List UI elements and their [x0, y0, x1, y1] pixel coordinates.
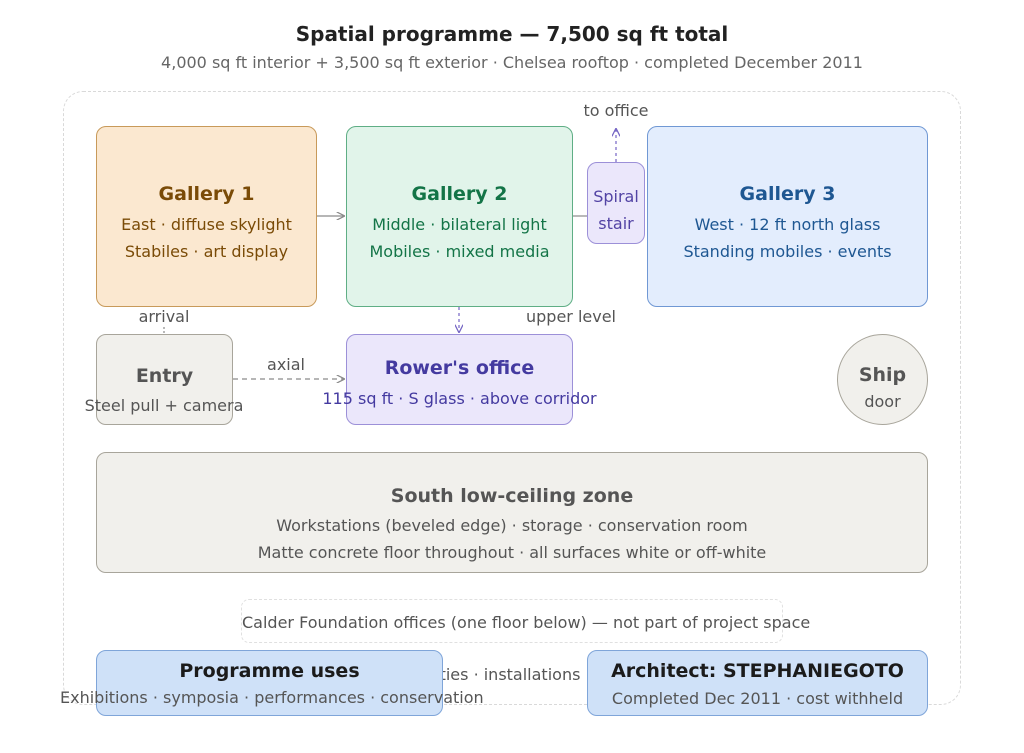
spiral-label: Spiral [593, 187, 639, 206]
axial-label: axial [267, 355, 305, 374]
programme-overflow-text: rties · installations [433, 665, 581, 684]
programme-uses-box: Programme uses [96, 650, 443, 716]
gallery-2-title: Gallery 2 [411, 183, 508, 205]
rowers-office-line1: 115 sq ft · S glass · above corridor [322, 389, 597, 408]
architect-title: Architect: STEPHANIEGOTO [611, 660, 904, 682]
door-label: door [864, 392, 901, 411]
programme-uses-line1: Exhibitions · symposia · performances · … [60, 688, 484, 707]
to-office-label: to office [583, 101, 649, 120]
upper-level-label: upper level [525, 307, 616, 326]
gallery-3-box: Gallery 3 West · 12 ft north glass Stand… [647, 126, 928, 307]
gallery-1-line2: Stabiles · art display [124, 242, 289, 261]
rowers-office-title: Rower's office [384, 357, 535, 379]
gallery-1-line1: East · diffuse skylight [121, 215, 292, 234]
stair-label: stair [598, 214, 634, 233]
gallery-3-title: Gallery 3 [739, 183, 836, 205]
gallery-2-box: Gallery 2 Middle · bilateral light Mobil… [346, 126, 573, 307]
ship-door-circle: Ship door [837, 334, 928, 425]
spiral-stair-box: Spiral stair [587, 162, 645, 244]
south-zone-line1: Workstations (beveled edge) · storage · … [276, 516, 748, 535]
diagram-title: Spatial programme — 7,500 sq ft total [295, 22, 729, 46]
project-boundary [63, 91, 961, 705]
entry-box: Entry [96, 334, 233, 425]
gallery-2-line2: Mobiles · mixed media [369, 242, 550, 261]
calder-foundation-box: Calder Foundation offices (one floor bel… [241, 599, 811, 643]
south-zone-line2: Matte concrete floor throughout · all su… [257, 543, 767, 562]
south-zone-box: South low-ceiling zone Workstations (bev… [96, 452, 928, 573]
calder-foundation-label: Calder Foundation offices (one floor bel… [242, 613, 811, 632]
arrival-label: arrival [138, 307, 190, 326]
gallery-2-line1: Middle · bilateral light [372, 215, 547, 234]
rowers-office-box: Rower's office [346, 334, 573, 425]
gallery-1-title: Gallery 1 [158, 183, 255, 205]
south-zone-title: South low-ceiling zone [390, 485, 634, 507]
ship-label: Ship [858, 364, 907, 386]
gallery-3-line1: West · 12 ft north glass [694, 215, 881, 234]
entry-line1: Steel pull + camera [84, 396, 244, 415]
architect-line1: Completed Dec 2011 · cost withheld [611, 689, 904, 708]
entry-title: Entry [135, 365, 194, 387]
architect-box: Architect: STEPHANIEGOTO Completed Dec 2… [587, 650, 928, 716]
gallery-1-box: Gallery 1 East · diffuse skylight Stabil… [96, 126, 317, 307]
programme-uses-title: Programme uses [179, 660, 360, 682]
gallery-3-line2: Standing mobiles · events [683, 242, 892, 261]
diagram-subtitle: 4,000 sq ft interior + 3,500 sq ft exter… [161, 53, 863, 72]
